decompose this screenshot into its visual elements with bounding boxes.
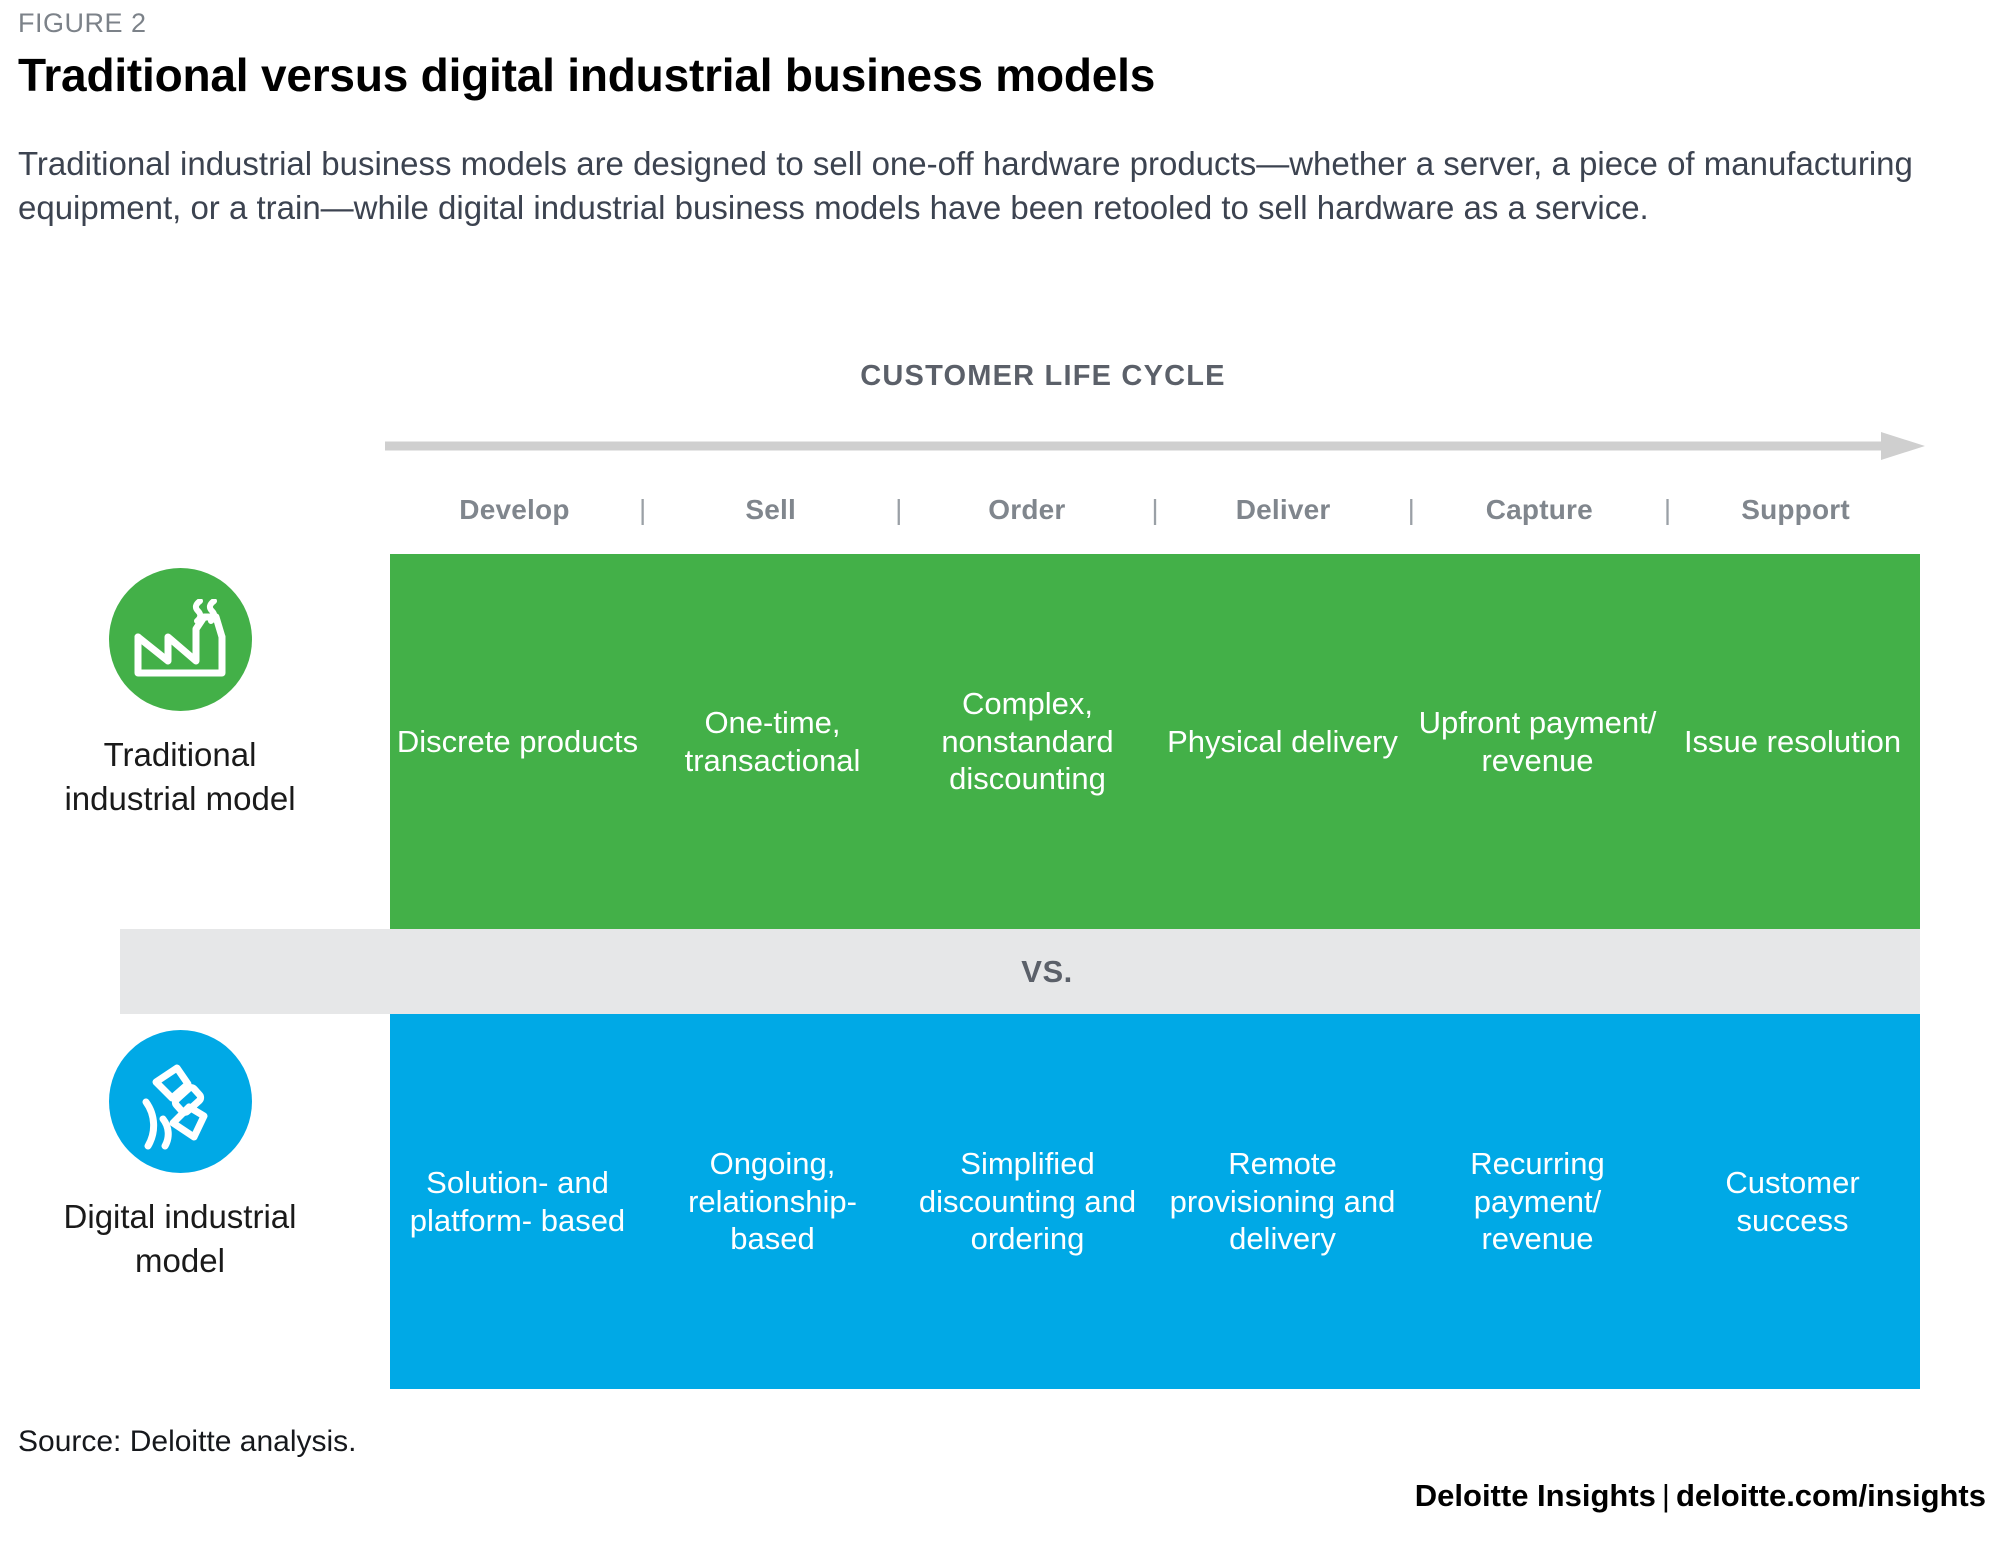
cell-traditional-capture: Upfront payment/ revenue: [1418, 704, 1657, 778]
cell-digital-develop: Solution- and platform- based: [409, 1164, 626, 1238]
cell-digital-support: Customer success: [1725, 1164, 1860, 1238]
stage-separator: |: [1151, 494, 1159, 525]
cell-traditional-order: Complex, nonstandard discounting: [941, 685, 1114, 797]
stage-separator: |: [1407, 494, 1415, 525]
brand-separator: |: [1661, 1478, 1670, 1513]
figure-label: FIGURE 2: [18, 8, 147, 38]
stage-label-deliver: Deliver: [1235, 494, 1331, 525]
factory-icon: [108, 568, 252, 711]
brand-footer: Deloitte Insights|deloitte.com/insights: [1415, 1478, 1986, 1514]
stage-separator: |: [1663, 494, 1672, 525]
cell-digital-order: Simplified discounting and ordering: [918, 1145, 1137, 1257]
cell-digital-capture: Recurring payment/ revenue: [1470, 1145, 1605, 1257]
figure-subtitle: Traditional industrial business models a…: [18, 145, 1913, 226]
traditional-model-row: Discrete products One-time, transactiona…: [390, 554, 1920, 929]
cell-traditional-develop: Discrete products: [396, 723, 639, 759]
legend-label-traditional: Traditional industrial model: [64, 736, 296, 817]
legend-label-digital: Digital industrial model: [63, 1198, 297, 1279]
cell-traditional-deliver: Physical delivery: [1167, 723, 1398, 759]
stage-label-sell: Sell: [745, 494, 796, 525]
lifecycle-stage-row: Develop | Sell | Order | Deliver | Captu…: [390, 487, 1920, 533]
versus-label: VS.: [1021, 953, 1073, 989]
brand-name: Deloitte Insights: [1414, 1478, 1656, 1513]
cell-traditional-sell: One-time, transactional: [684, 704, 861, 778]
versus-divider: VS.: [120, 929, 1920, 1014]
legend-digital-model: Digital industrial model: [45, 1030, 315, 1283]
cell-digital-deliver: Remote provisioning and delivery: [1169, 1145, 1396, 1257]
lifecycle-axis-title: CUSTOMER LIFE CYCLE: [860, 360, 1226, 392]
stage-label-develop: Develop: [459, 494, 570, 525]
stage-label-capture: Capture: [1485, 494, 1593, 525]
cell-traditional-support: Issue resolution: [1683, 723, 1902, 759]
satellite-icon: [108, 1030, 252, 1173]
legend-traditional-model: Traditional industrial model: [45, 568, 315, 821]
lifecycle-arrow-icon: [385, 432, 1925, 460]
digital-model-row: Solution- and platform- based Ongoing, r…: [390, 1014, 1920, 1389]
stage-label-support: Support: [1741, 494, 1850, 525]
source-note: Source: Deloitte analysis.: [18, 1425, 357, 1458]
stage-separator: |: [895, 494, 903, 525]
page-title: Traditional versus digital industrial bu…: [18, 49, 1156, 101]
cell-digital-sell: Ongoing, relationship- based: [688, 1145, 857, 1257]
stage-label-order: Order: [988, 494, 1066, 525]
brand-url[interactable]: deloitte.com/insights: [1675, 1478, 1986, 1513]
stage-separator: |: [638, 494, 647, 525]
